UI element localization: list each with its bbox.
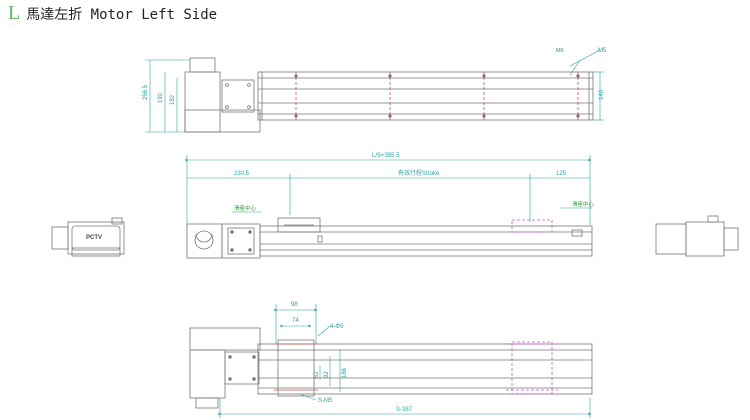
top-motor-body (184, 71, 221, 133)
front-slider-end (511, 219, 553, 233)
bottom-coupler-plate (224, 351, 260, 385)
dim-bottom-h1: 62 (314, 371, 320, 378)
dim-bottom-w2: 74 (292, 318, 299, 324)
bottom-slider (277, 339, 315, 397)
dim-bottom-holes: 4-Φ5 (330, 324, 344, 330)
bottom-rail (257, 343, 593, 395)
dim-top-height-total: 256.5 (143, 84, 149, 100)
motor-brand-label: PCTV (86, 235, 102, 241)
top-motor-base (184, 109, 261, 133)
front-view (185, 155, 593, 259)
page-header: L 馬達左折 Motor Left Side (8, 2, 217, 26)
dim-bottom-h3: 186 (342, 367, 348, 378)
dim-bottom-w1: 98 (291, 302, 298, 308)
dim-top-height-b: 182 (170, 94, 176, 105)
dim-stroke: 有效行程Stroke (398, 169, 440, 177)
front-slider (277, 217, 321, 233)
dim-bottom-h2: 92 (324, 371, 330, 378)
top-rail (257, 71, 594, 121)
dim-slider-left: 滑座中心 (234, 204, 257, 212)
dim-top-tap: M5 (598, 48, 607, 54)
page-title: 馬達左折 Motor Left Side (26, 7, 218, 23)
dim-left-offset: 230.5 (234, 171, 250, 177)
top-motor-cap (189, 57, 216, 73)
dim-right-offset: 125 (556, 171, 567, 177)
bottom-motor-top (189, 327, 261, 351)
top-view (145, 49, 604, 133)
dim-top-small: M6 (556, 48, 564, 54)
dim-bottom-length: S-387 (396, 407, 413, 413)
dim-bottom-rail: S-M5 (318, 398, 333, 404)
left-end-view (51, 217, 125, 257)
right-end-view (655, 215, 739, 257)
front-rail (259, 225, 593, 257)
dim-overall-length: L/S+355.5 (372, 153, 400, 159)
top-coupler-plate (221, 79, 255, 113)
bottom-slider-end (511, 341, 553, 395)
bottom-motor-body (189, 349, 226, 399)
top-mount-lines (295, 72, 579, 120)
bottom-view (189, 304, 593, 418)
dim-slider-right: 滑座中心 (572, 200, 595, 208)
dim-top-height-a: 190 (158, 92, 164, 103)
dim-top-right-height: 140 (599, 89, 605, 100)
front-motor-housing (186, 223, 223, 259)
variant-letter: L (8, 2, 21, 24)
